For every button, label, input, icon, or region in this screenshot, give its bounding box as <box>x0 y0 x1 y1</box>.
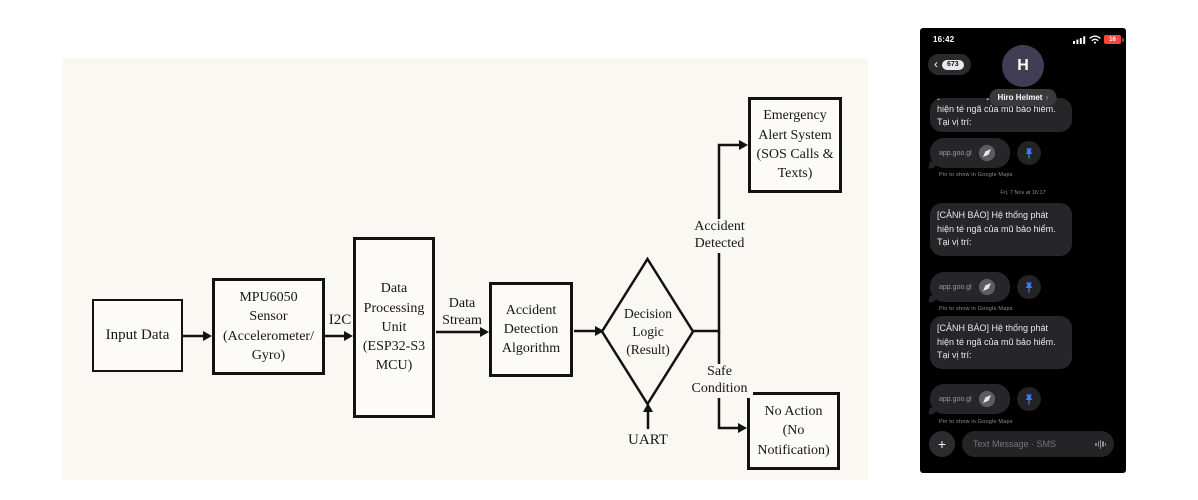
node-emergency-alert-system: Emergency Alert System (SOS Calls & Text… <box>748 97 842 193</box>
battery-icon: 16 <box>1104 35 1124 44</box>
decision-logic-label: Decision Logic (Result) <box>624 306 672 358</box>
avatar-letter: H <box>1017 57 1029 74</box>
wifi-icon <box>1089 35 1101 44</box>
chevron-left-icon: ‹ <box>934 56 938 71</box>
map-link-text: app.goo.gl <box>939 149 972 157</box>
node-data-processing-unit: Data Processing Unit (ESP32-S3 MCU) <box>353 237 435 418</box>
message-bubble: [CẢNH BÁO] Hệ thống phát hiện té ngã của… <box>930 316 1072 369</box>
chevron-right-icon: › <box>1045 92 1049 102</box>
pushpin-icon <box>1025 281 1033 293</box>
message-text: [CẢNH BÁO] Hệ thống phát hiện té ngã của… <box>937 323 1056 360</box>
node-no-action: No Action (No Notification) <box>747 392 840 470</box>
pushpin-icon <box>1025 393 1033 405</box>
plus-icon: + <box>937 436 947 452</box>
message-composer: + <box>920 430 1126 458</box>
edge-label-data-stream: Data Stream <box>442 296 482 328</box>
battery-percent: 16 <box>1109 36 1116 43</box>
maps-caption: Pin to show in Google Maps <box>939 419 1013 425</box>
map-link-bubble[interactable]: app.goo.gl <box>930 272 1010 302</box>
unread-count-badge: 673 <box>942 59 964 70</box>
map-link-text: app.goo.gl <box>939 283 972 291</box>
contact-name: Hiro Helmet <box>997 93 1043 102</box>
pin-to-maps-button[interactable] <box>1017 275 1041 299</box>
contact-avatar[interactable]: H <box>1002 45 1044 87</box>
status-bar: 16:42 16 <box>920 34 1126 48</box>
edge-label-i2c: I2C <box>328 312 352 328</box>
message-text: [CẢNH BÁO] Hệ thống phát hiện té ngã của… <box>937 210 1056 247</box>
edge-label-accident-detected: Accident Detected <box>688 219 751 253</box>
date-separator: Fri, 7 Nov at 16:17 <box>1000 190 1046 196</box>
compass-icon <box>978 390 995 408</box>
node-input-data: Input Data <box>92 299 183 372</box>
maps-caption: Pin to show in Google Maps <box>939 172 1013 178</box>
phone-messages-screenshot: 16:42 16 ‹ 673 H Hiro Helmet › <box>920 28 1126 473</box>
edge-label-safe-condition: Safe Condition <box>686 364 753 398</box>
maps-caption: Pin to show in Google Maps <box>939 306 1013 312</box>
node-accident-detection-algorithm: Accident Detection Algorithm <box>489 282 573 377</box>
signal-strength-icon <box>1073 36 1086 44</box>
compass-icon <box>978 144 995 162</box>
add-attachment-button[interactable]: + <box>929 431 955 457</box>
clock: 16:42 <box>933 35 955 44</box>
audio-message-icon[interactable] <box>1095 439 1106 449</box>
node-mpu6050-sensor: MPU6050 Sensor (Accelerometer/ Gyro) <box>212 278 325 375</box>
pin-to-maps-button[interactable] <box>1017 387 1041 411</box>
contact-name-button[interactable]: Hiro Helmet › <box>989 89 1057 106</box>
pin-to-maps-button[interactable] <box>1017 141 1041 165</box>
message-bubble: [CẢNH BÁO] Hệ thống phát hiện té ngã của… <box>930 203 1072 256</box>
sms-text-input[interactable] <box>962 431 1114 457</box>
map-link-text: app.goo.gl <box>939 395 972 403</box>
pushpin-icon <box>1025 147 1033 159</box>
back-button[interactable]: ‹ 673 <box>928 54 971 75</box>
map-link-bubble[interactable]: app.goo.gl <box>930 384 1010 414</box>
edge-label-uart: UART <box>628 432 668 448</box>
compass-icon <box>978 278 995 296</box>
map-link-bubble[interactable]: app.goo.gl <box>930 138 1010 168</box>
